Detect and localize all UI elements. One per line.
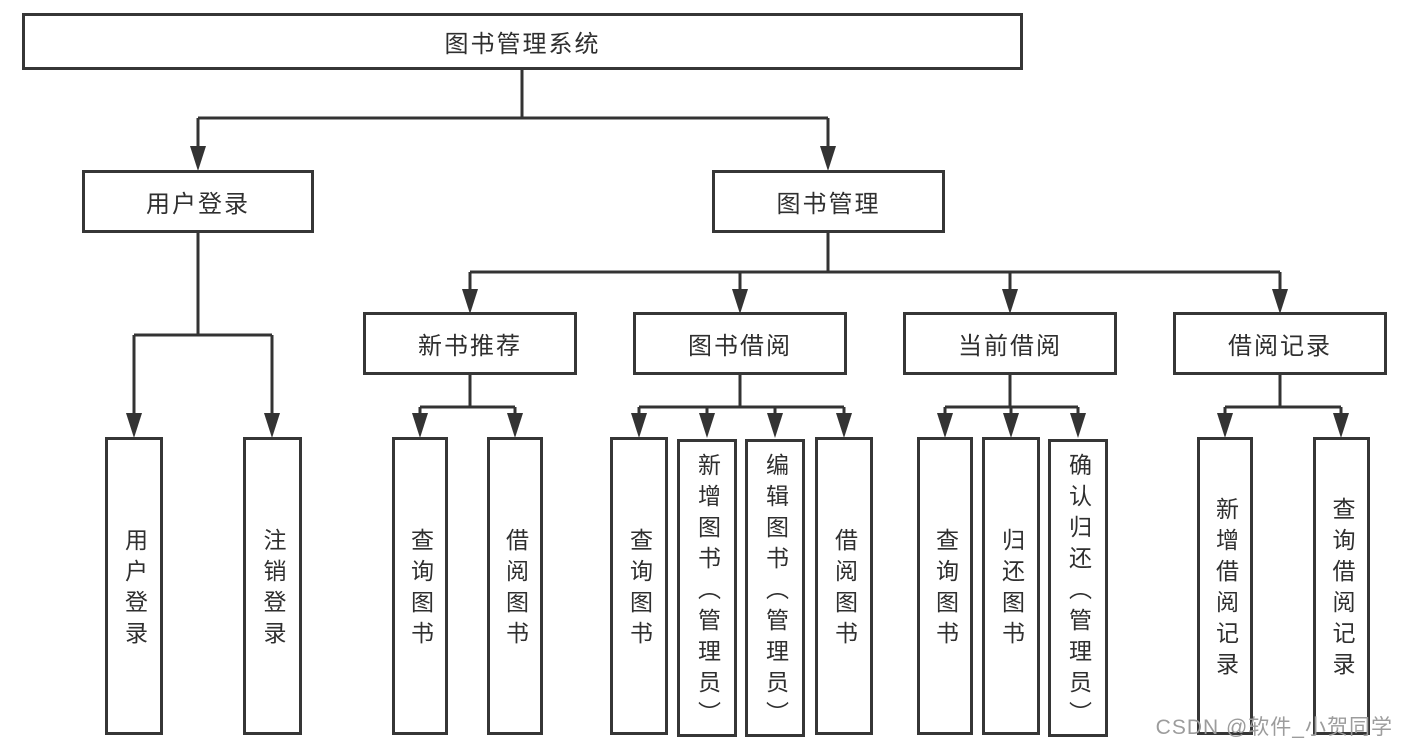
node-user-login-label: 用户登录 — [146, 191, 250, 218]
leaf-edit-book-admin: 编辑图书（管理员） — [745, 439, 805, 737]
leaf-user-login-label: 用户登录 — [121, 528, 148, 652]
leaf-confirm-return-admin-label: 确认归还（管理员） — [1065, 452, 1092, 732]
leaf-borrow-book-recommend-label: 借阅图书 — [502, 528, 529, 652]
leaf-query-book-borrowing: 查询图书 — [610, 437, 668, 735]
node-root-label: 图书管理系统 — [444, 31, 601, 58]
leaf-add-borrow-record: 新增借阅记录 — [1197, 437, 1253, 735]
leaf-return-book-label: 归还图书 — [998, 528, 1025, 652]
leaf-borrow-book-borrowing: 借阅图书 — [815, 437, 873, 735]
arrowheads — [126, 146, 1349, 438]
node-current-borrowing: 当前借阅 — [903, 312, 1117, 375]
node-borrowing-records: 借阅记录 — [1173, 312, 1387, 375]
leaf-logout: 注销登录 — [243, 437, 302, 735]
leaf-add-book-admin-label: 新增图书（管理员） — [694, 452, 721, 732]
node-new-book-recommend-label: 新书推荐 — [418, 333, 522, 360]
leaf-edit-book-admin-label: 编辑图书（管理员） — [762, 452, 789, 732]
node-current-borrowing-label: 当前借阅 — [958, 333, 1062, 360]
node-book-borrowing-label: 图书借阅 — [688, 333, 792, 360]
leaf-query-book-recommend: 查询图书 — [392, 437, 448, 735]
node-new-book-recommend: 新书推荐 — [363, 312, 577, 375]
leaf-borrow-book-borrowing-label: 借阅图书 — [831, 528, 858, 652]
leaf-add-borrow-record-label: 新增借阅记录 — [1212, 497, 1239, 683]
node-book-management: 图书管理 — [712, 170, 945, 233]
leaf-return-book: 归还图书 — [982, 437, 1040, 735]
leaf-borrow-book-recommend: 借阅图书 — [487, 437, 543, 735]
leaf-query-book-current: 查询图书 — [917, 437, 973, 735]
leaf-query-book-recommend-label: 查询图书 — [407, 528, 434, 652]
node-root-system: 图书管理系统 — [22, 13, 1023, 70]
watermark: CSDN @软件_小贺同学 — [1155, 716, 1393, 739]
leaf-query-book-borrowing-label: 查询图书 — [626, 528, 653, 652]
node-book-borrowing: 图书借阅 — [633, 312, 847, 375]
leaf-add-book-admin: 新增图书（管理员） — [677, 439, 737, 737]
node-user-login: 用户登录 — [82, 170, 314, 233]
leaf-query-book-current-label: 查询图书 — [932, 528, 959, 652]
leaf-confirm-return-admin: 确认归还（管理员） — [1048, 439, 1108, 737]
leaf-logout-label: 注销登录 — [260, 528, 286, 652]
leaf-query-borrow-record: 查询借阅记录 — [1313, 437, 1370, 735]
leaf-user-login: 用户登录 — [105, 437, 163, 735]
leaf-query-borrow-record-label: 查询借阅记录 — [1329, 497, 1355, 683]
node-book-management-label: 图书管理 — [776, 191, 881, 218]
node-borrowing-records-label: 借阅记录 — [1228, 333, 1332, 360]
